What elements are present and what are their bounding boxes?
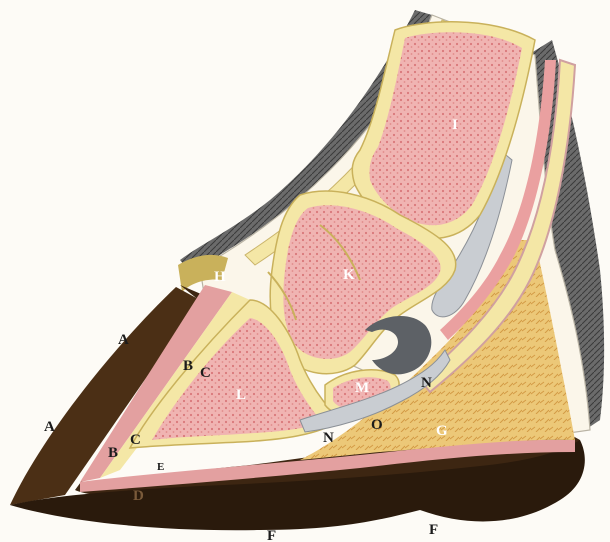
label-o: O [371, 417, 383, 433]
label-n-lower: N [323, 430, 334, 446]
label-l: L [236, 387, 246, 403]
label-f-left: F [267, 528, 276, 542]
label-k: K [343, 267, 355, 283]
label-b-lower: B [108, 445, 118, 461]
label-c-lower: C [130, 432, 141, 448]
label-f-right: F [429, 522, 438, 538]
label-i: I [452, 117, 458, 133]
label-a-lower: A [44, 419, 55, 435]
label-e: E [157, 461, 164, 473]
label-b-upper: B [183, 358, 193, 374]
label-m: M [355, 380, 369, 396]
label-n-upper: N [421, 375, 432, 391]
label-g: G [436, 423, 448, 439]
label-d: D [133, 488, 144, 504]
label-a-upper: A [118, 332, 129, 348]
label-h: H [214, 269, 226, 285]
label-c-upper: C [200, 365, 211, 381]
